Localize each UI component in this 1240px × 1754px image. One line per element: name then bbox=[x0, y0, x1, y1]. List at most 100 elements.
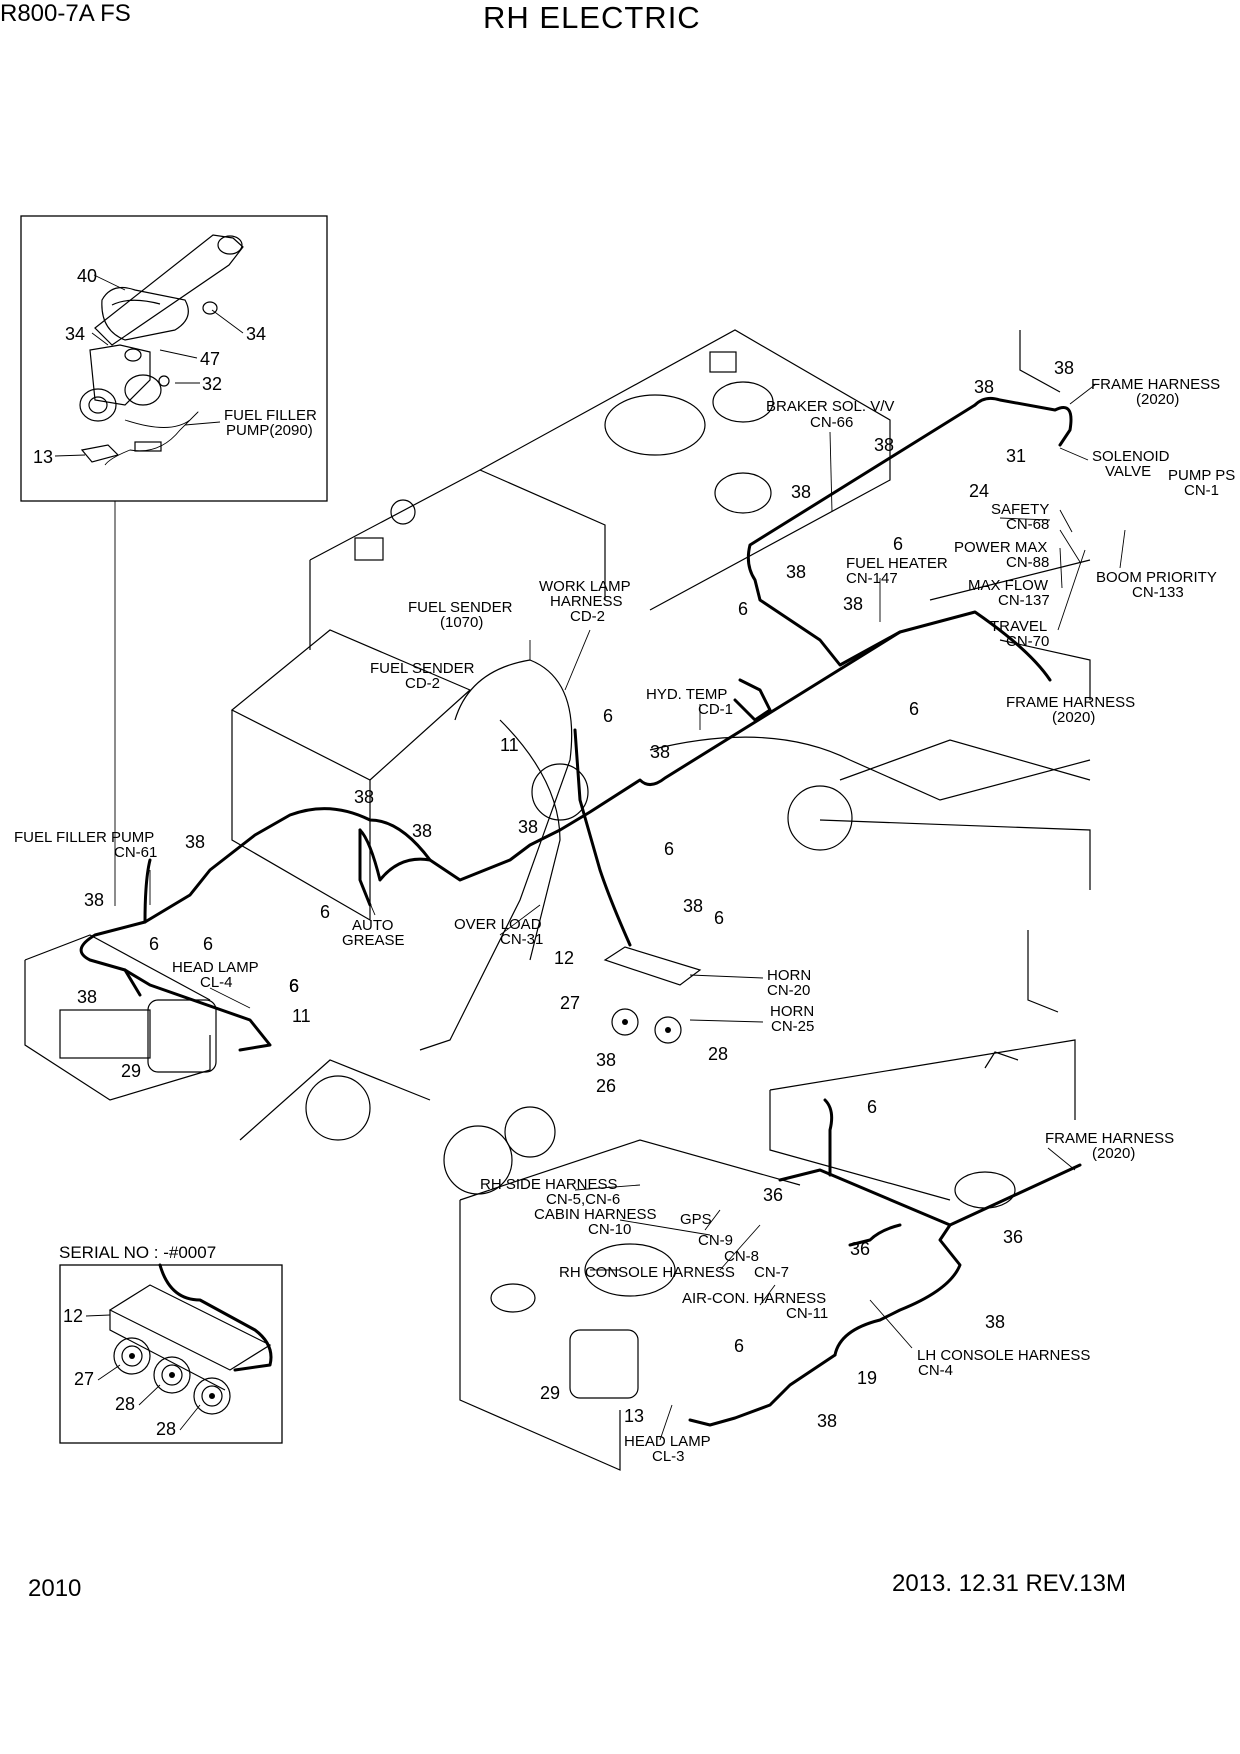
part-label: POWER MAX bbox=[954, 539, 1047, 556]
callout-number: 38 bbox=[354, 787, 374, 807]
callout-number: 34 bbox=[65, 324, 85, 344]
part-label: PUMP(2090) bbox=[226, 422, 313, 439]
callout-number: 26 bbox=[596, 1076, 616, 1096]
machine-structure bbox=[24, 329, 1091, 1471]
callout-number: 29 bbox=[540, 1383, 560, 1403]
callout-number: 38 bbox=[650, 742, 670, 762]
part-label: GPS bbox=[680, 1211, 712, 1228]
callout-number: 38 bbox=[843, 594, 863, 614]
callout-number: 6 bbox=[289, 976, 299, 996]
callout-number: 38 bbox=[817, 1411, 837, 1431]
callout-number: 12 bbox=[63, 1306, 83, 1326]
part-label: (2020) bbox=[1052, 709, 1095, 726]
callout-number: 27 bbox=[560, 993, 580, 1013]
part-label: RH CONSOLE HARNESS bbox=[559, 1264, 735, 1281]
callout-number: 6 bbox=[714, 908, 724, 928]
part-label: CN-10 bbox=[588, 1221, 631, 1238]
label-leaders bbox=[149, 383, 1126, 1441]
part-label: AUTO bbox=[352, 917, 393, 934]
callout-number: 38 bbox=[985, 1312, 1005, 1332]
wire-harnesses bbox=[79, 396, 1082, 1427]
part-label: FUEL FILLER bbox=[224, 407, 317, 424]
callout-number: 6 bbox=[289, 976, 299, 996]
part-label: CABIN HARNESS bbox=[534, 1206, 657, 1223]
callout-number: 36 bbox=[850, 1239, 870, 1259]
part-label: VALVE bbox=[1105, 463, 1151, 480]
callout-number: 28 bbox=[156, 1419, 176, 1439]
callout-number: 36 bbox=[1003, 1227, 1023, 1247]
part-label: FRAME HARNESS bbox=[1045, 1130, 1174, 1147]
callout-number: 38 bbox=[596, 1050, 616, 1070]
part-label: FRAME HARNESS bbox=[1006, 694, 1135, 711]
callout-number: 6 bbox=[909, 699, 919, 719]
callout-number: 29 bbox=[121, 1061, 141, 1081]
part-label: CN-137 bbox=[998, 592, 1050, 609]
callout-number: 34 bbox=[246, 324, 266, 344]
page-title: RH ELECTRIC bbox=[483, 0, 701, 35]
callout-number: 38 bbox=[1054, 358, 1074, 378]
part-label: OVER LOAD bbox=[454, 916, 542, 933]
part-label: CL-3 bbox=[652, 1448, 685, 1465]
serial-inset-frame bbox=[59, 1264, 283, 1444]
callout-number: 38 bbox=[518, 817, 538, 837]
callout-number: 11 bbox=[500, 735, 519, 755]
part-label: BOOM PRIORITY bbox=[1096, 569, 1217, 586]
part-label: HARNESS bbox=[550, 593, 623, 610]
part-label: CN-147 bbox=[846, 570, 898, 587]
callout-number: 38 bbox=[786, 562, 806, 582]
part-label: SOLENOID bbox=[1092, 448, 1170, 465]
callout-number: 6 bbox=[149, 934, 159, 954]
part-label: CN-66 bbox=[810, 414, 853, 431]
callout-number: 6 bbox=[734, 1336, 744, 1356]
callout-number: 38 bbox=[84, 890, 104, 910]
serial-horn-bracket-drawing bbox=[108, 1263, 273, 1415]
part-label: CD-1 bbox=[698, 701, 733, 718]
callout-number: 32 bbox=[202, 374, 222, 394]
page-number: 2010 bbox=[28, 1575, 82, 1602]
part-label: CN-25 bbox=[771, 1018, 814, 1035]
callout-number: 38 bbox=[185, 832, 205, 852]
part-label: SAFETY bbox=[991, 501, 1049, 518]
part-label: CN-1 bbox=[1184, 482, 1219, 499]
callout-number: 6 bbox=[603, 706, 613, 726]
callout-number: 38 bbox=[77, 987, 97, 1007]
inset-serial-text: SERIAL NO : -#0007 12 27 28 28 bbox=[59, 1243, 216, 1439]
fuel-filler-pump-drawing bbox=[79, 234, 244, 466]
part-label: CN-7 bbox=[754, 1264, 789, 1281]
part-label: (1070) bbox=[440, 614, 483, 631]
callout-number: 28 bbox=[115, 1394, 135, 1414]
callout-number: 40 bbox=[77, 266, 97, 286]
part-label: FUEL SENDER bbox=[408, 599, 513, 616]
part-label: AIR-CON. HARNESS bbox=[682, 1290, 826, 1307]
part-label: BRAKER SOL. V/V bbox=[766, 398, 894, 415]
part-label: CN-8 bbox=[724, 1248, 759, 1265]
part-label: PUMP PS bbox=[1168, 467, 1235, 484]
callout-number: 6 bbox=[867, 1097, 877, 1117]
callout-number: 24 bbox=[969, 481, 989, 501]
part-label: RH SIDE HARNESS bbox=[480, 1176, 618, 1193]
callout-number: 38 bbox=[412, 821, 432, 841]
part-label: CN-4 bbox=[918, 1362, 953, 1379]
callout-number: 36 bbox=[763, 1185, 783, 1205]
part-label: HORN bbox=[770, 1003, 814, 1020]
callout-number: 6 bbox=[320, 902, 330, 922]
callout-number: 38 bbox=[683, 896, 703, 916]
callout-number: 19 bbox=[857, 1368, 877, 1388]
part-label: FRAME HARNESS bbox=[1091, 376, 1220, 393]
part-label: CN-20 bbox=[767, 982, 810, 999]
part-label: HYD. TEMP bbox=[646, 686, 727, 703]
part-label: CD-2 bbox=[405, 675, 440, 692]
part-label: CN-5,CN-6 bbox=[546, 1191, 620, 1208]
callout-number: 6 bbox=[738, 599, 748, 619]
part-label: CN-133 bbox=[1132, 584, 1184, 601]
model-code: R800-7A FS bbox=[0, 0, 131, 27]
part-label: WORK LAMP bbox=[539, 578, 631, 595]
main-callouts: 38 38 31 24 38 6 38 6 38 38 6 6 11 6 38 … bbox=[77, 358, 1074, 1431]
part-label: LH CONSOLE HARNESS bbox=[917, 1347, 1090, 1364]
part-label: CN-11 bbox=[786, 1305, 828, 1322]
part-label: GREASE bbox=[342, 932, 405, 949]
part-label: CD-2 bbox=[570, 608, 605, 625]
revision-date: 2013. 12.31 REV.13M bbox=[892, 1570, 1126, 1597]
callout-number: 27 bbox=[74, 1369, 94, 1389]
